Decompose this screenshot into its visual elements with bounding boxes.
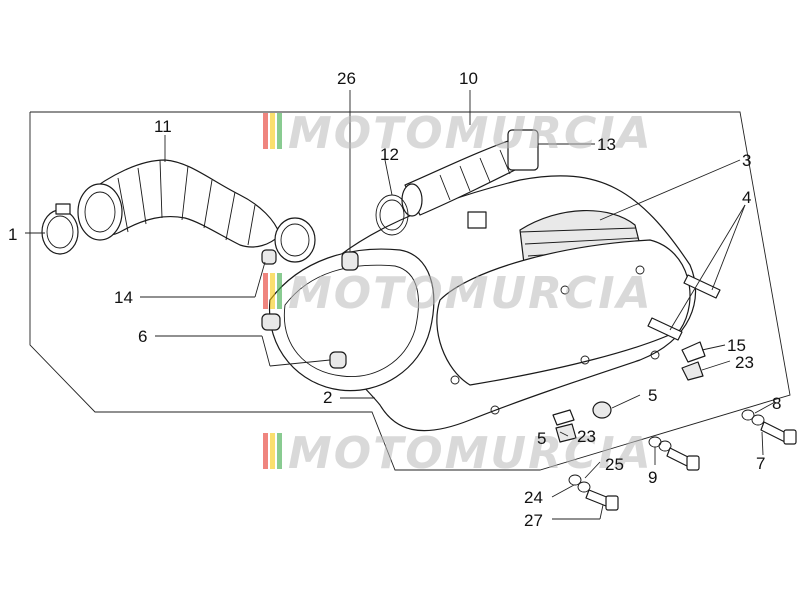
callout-6: 6 [138,327,147,346]
drain-parts-right [681,341,706,381]
grommet-14 [261,249,277,265]
spacer-5 [592,401,612,419]
callout-27: 27 [524,511,543,530]
callout-12: 12 [380,145,399,164]
leader-lines [25,90,776,520]
watermark-text-bottom: MOTOMURCIA [288,428,653,479]
clip-13 [467,211,487,229]
callout-4: 4 [742,188,751,207]
watermark-top: MOTOMURCIA [263,108,653,159]
callout-24: 24 [524,488,543,507]
breather-hose [401,129,539,217]
callout-11: 11 [154,117,172,136]
watermark-text-middle: MOTOMURCIA [288,268,653,319]
grommet-6 [261,313,347,369]
callout-5: 5 [648,386,657,405]
bolt-7 [741,409,797,445]
assembly-frame [29,111,791,471]
hose-clamp-left [41,203,79,255]
callout-1: 1 [8,225,17,244]
callout-9: 9 [648,468,657,487]
callout-25: 25 [605,455,624,474]
callout-2: 2 [323,388,332,407]
callout-26: 26 [337,69,356,88]
bolt-27 [568,474,619,511]
callout-5b: 5 [537,429,546,448]
callout-13: 13 [597,135,616,154]
callout-15: 15 [727,336,746,355]
bolt-9 [648,436,700,471]
callout-7: 7 [756,454,765,473]
callout-3: 3 [742,151,751,170]
watermark-text-top: MOTOMURCIA [288,108,653,159]
drain-parts-lower [552,409,577,443]
callout-14: 14 [114,288,133,307]
callout-8: 8 [772,394,781,413]
hose-clamp-right [274,217,316,263]
watermark-bottom: MOTOMURCIA [263,428,653,479]
intake-duct [77,159,281,248]
callout-23-lower: 23 [577,427,596,446]
callout-10: 10 [459,69,478,88]
callout-23-right: 23 [735,353,754,372]
watermark-middle: MOTOMURCIA [263,268,653,319]
callout-labels: 1 2 3 4 5 5 6 7 8 9 10 11 12 13 14 15 23… [8,69,781,530]
